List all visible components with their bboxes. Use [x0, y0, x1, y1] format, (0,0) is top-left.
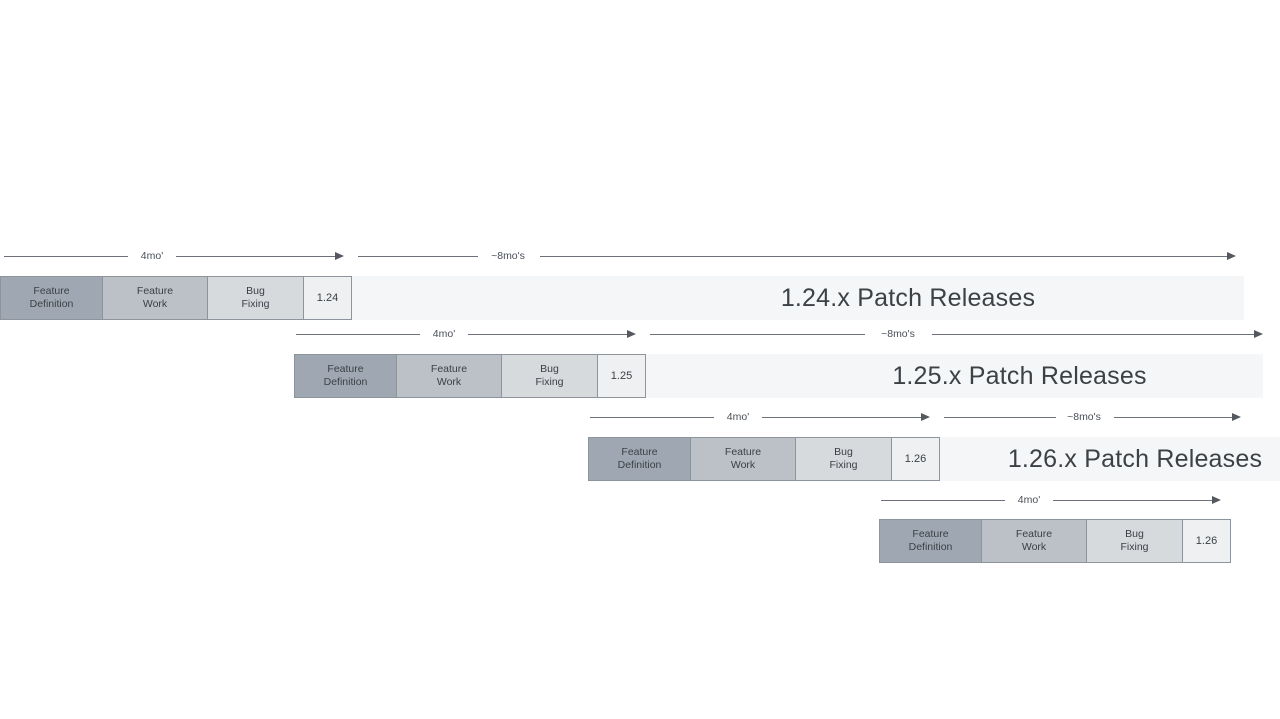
- phase-version-marker[interactable]: 1.24: [304, 276, 352, 320]
- measure-segment-left: [650, 334, 865, 335]
- phase-bug-fixing[interactable]: Bug Fixing: [208, 276, 304, 320]
- phase-label-line1: Feature: [724, 446, 762, 458]
- phase-label-line2: Definition: [29, 298, 74, 310]
- dev-cycle-label-row1: 4mo': [140, 250, 164, 262]
- phase-strip-1-24: Feature Definition Feature Work Bug Fixi…: [0, 276, 352, 320]
- measure-segment-right: [1114, 417, 1234, 418]
- dev-cycle-measure-row3: 4mo': [590, 409, 930, 429]
- version-label: 1.26: [904, 452, 927, 465]
- phase-bug-fixing[interactable]: Bug Fixing: [796, 437, 892, 481]
- phase-label-line2: Fixing: [829, 459, 858, 471]
- measure-segment-right: [176, 256, 335, 257]
- phase-feature-definition[interactable]: Feature Definition: [294, 354, 397, 398]
- phase-feature-definition[interactable]: Feature Definition: [588, 437, 691, 481]
- phase-bug-fixing[interactable]: Bug Fixing: [1087, 519, 1183, 563]
- measure-segment-right: [762, 417, 921, 418]
- measure-segment-right: [468, 334, 627, 335]
- measure-arrowhead: [921, 413, 930, 421]
- dev-cycle-measure-row2: 4mo': [296, 326, 636, 346]
- patch-window-measure-row2: ~8mo's: [650, 326, 1266, 346]
- measure-segment-left: [4, 256, 128, 257]
- phase-label-line1: Feature: [327, 363, 364, 375]
- phase-label-line1: Bug: [246, 285, 265, 297]
- patch-band-label-1-25: 1.25.x Patch Releases: [892, 361, 1147, 390]
- phase-strip-next: Feature Definition Feature Work Bug Fixi…: [879, 519, 1231, 563]
- phase-feature-work[interactable]: Feature Work: [691, 437, 796, 481]
- phase-label-line1: Feature: [621, 446, 658, 458]
- measure-segment-right: [540, 256, 1230, 257]
- phase-label-line2: Fixing: [1120, 541, 1149, 553]
- measure-arrowhead: [1232, 413, 1241, 421]
- patch-window-measure-row3: ~8mo's: [944, 409, 1244, 429]
- phase-label-line1: Bug: [1125, 528, 1144, 540]
- measure-arrowhead: [1212, 496, 1221, 504]
- phase-version-marker[interactable]: 1.26: [1183, 519, 1231, 563]
- measure-segment-left: [296, 334, 420, 335]
- patch-window-label-row1: ~8mo's: [491, 250, 525, 262]
- phase-label-line2: Fixing: [535, 376, 564, 388]
- phase-label-line1: Feature: [430, 363, 468, 375]
- phase-label-line1: Feature: [912, 528, 949, 540]
- dev-cycle-measure-row1: 4mo': [4, 248, 344, 268]
- measure-segment-left: [590, 417, 714, 418]
- measure-segment-left: [881, 500, 1005, 501]
- phase-label-line2: Fixing: [241, 298, 270, 310]
- phase-label-line1: Feature: [33, 285, 70, 297]
- phase-label-line1: Bug: [834, 446, 853, 458]
- dev-cycle-label-row2: 4mo': [432, 328, 456, 340]
- patch-window-label-row3: ~8mo's: [1067, 411, 1101, 423]
- phase-feature-work[interactable]: Feature Work: [103, 276, 208, 320]
- phase-feature-work[interactable]: Feature Work: [982, 519, 1087, 563]
- phase-label-line2: Work: [730, 459, 756, 471]
- phase-label-line2: Definition: [617, 459, 662, 471]
- measure-segment-left: [944, 417, 1056, 418]
- phase-label-line2: Definition: [908, 541, 953, 553]
- measure-arrowhead: [1227, 252, 1236, 260]
- patch-band-label-1-24: 1.24.x Patch Releases: [780, 283, 1036, 312]
- patch-band-label-1-26: 1.26.x Patch Releases: [1007, 444, 1263, 473]
- phase-label-line1: Bug: [540, 363, 559, 375]
- patch-window-measure-row1: ~8mo's: [358, 248, 1238, 268]
- phase-feature-definition[interactable]: Feature Definition: [879, 519, 982, 563]
- phase-label-line2: Work: [1021, 541, 1047, 553]
- measure-segment-left: [358, 256, 478, 257]
- version-label: 1.26: [1195, 534, 1218, 547]
- measure-arrowhead: [627, 330, 636, 338]
- phase-strip-1-25: Feature Definition Feature Work Bug Fixi…: [294, 354, 646, 398]
- phase-version-marker[interactable]: 1.26: [892, 437, 940, 481]
- phase-label-line2: Work: [436, 376, 462, 388]
- measure-arrowhead: [335, 252, 344, 260]
- measure-segment-right: [1053, 500, 1212, 501]
- phase-version-marker[interactable]: 1.25: [598, 354, 646, 398]
- phase-label-line1: Feature: [1015, 528, 1053, 540]
- measure-segment-right: [932, 334, 1256, 335]
- version-label: 1.24: [316, 291, 339, 304]
- version-label: 1.25: [610, 369, 633, 382]
- measure-arrowhead: [1254, 330, 1263, 338]
- phase-strip-1-26: Feature Definition Feature Work Bug Fixi…: [588, 437, 940, 481]
- phase-bug-fixing[interactable]: Bug Fixing: [502, 354, 598, 398]
- phase-feature-work[interactable]: Feature Work: [397, 354, 502, 398]
- patch-window-label-row2: ~8mo's: [881, 328, 915, 340]
- dev-cycle-label-row3: 4mo': [726, 411, 750, 423]
- phase-label-line2: Work: [142, 298, 168, 310]
- phase-label-line1: Feature: [136, 285, 174, 297]
- phase-feature-definition[interactable]: Feature Definition: [0, 276, 103, 320]
- dev-cycle-measure-row4: 4mo': [881, 492, 1221, 512]
- phase-label-line2: Definition: [323, 376, 368, 388]
- dev-cycle-label-row4: 4mo': [1017, 494, 1041, 506]
